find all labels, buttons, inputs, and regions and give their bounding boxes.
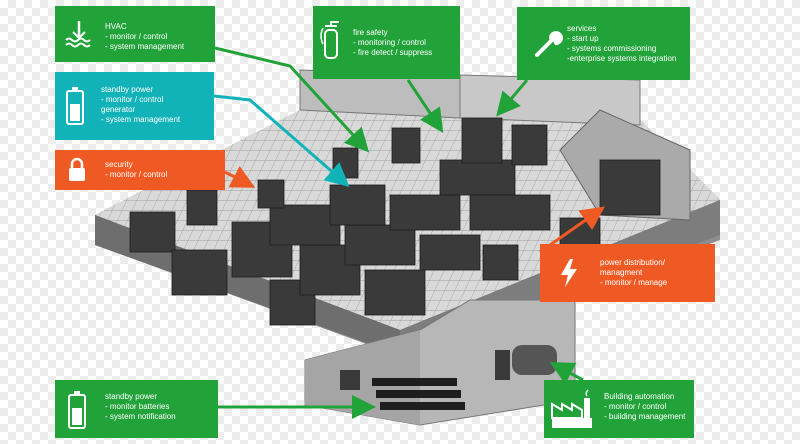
security-title: security xyxy=(105,160,133,169)
services-line-2: - systems commissioning xyxy=(567,44,657,53)
fire-line-2: - fire detect / suppress xyxy=(353,48,433,57)
services-line-1: - start up xyxy=(567,34,599,43)
wrench-icon xyxy=(535,31,563,57)
hvac-callout: HVAC - monitor / control - system manage… xyxy=(55,6,215,62)
power-line-2: - monitor / manage xyxy=(600,278,668,287)
building-line-1: - monitor / control xyxy=(604,402,667,411)
power-line-1: managment xyxy=(600,268,643,277)
standby-bottom-line-2: - system notification xyxy=(105,412,176,421)
services-title: services xyxy=(567,24,597,33)
standby-top-title: standby power xyxy=(101,85,154,94)
power-distribution-callout: power distribution/ managment - monitor … xyxy=(540,244,715,302)
building-automation-callout: Building automation - monitor / control … xyxy=(544,380,694,438)
battery-icon xyxy=(68,391,86,429)
factory-icon xyxy=(551,389,592,428)
standby-bottom-title: standby power xyxy=(105,392,158,401)
power-title: power distribution/ xyxy=(600,258,665,267)
hvac-line-2: - system management xyxy=(105,42,185,51)
standby-power-bottom-callout: standby power - monitor batteries - syst… xyxy=(55,380,218,438)
lock-icon xyxy=(69,157,85,181)
building-title: Building automation xyxy=(604,392,675,401)
security-callout: security - monitor / control xyxy=(55,150,225,190)
fire-line-1: - monitoring / control xyxy=(353,38,426,47)
lower-level xyxy=(304,299,576,426)
fire-extinguisher-icon xyxy=(320,21,339,59)
standby-top-line-2: generator xyxy=(101,105,136,114)
services-callout: services - start up - systems commission… xyxy=(517,7,690,80)
standby-top-line-3: - system management xyxy=(101,115,181,124)
fire-title: fire safety xyxy=(353,28,388,37)
hvac-title: HVAC xyxy=(105,22,127,31)
standby-power-top-callout: standby power - monitor / control genera… xyxy=(55,72,214,140)
building-line-2: - building management xyxy=(604,412,686,421)
security-line-1: - monitor / control xyxy=(105,170,168,179)
hvac-icon xyxy=(65,21,91,48)
standby-bottom-line-1: - monitor batteries xyxy=(105,402,170,411)
battery-icon xyxy=(66,87,84,125)
services-line-3: -enterprise systems integration xyxy=(567,54,677,63)
standby-top-line-1: - monitor / control xyxy=(101,95,164,104)
lightning-icon xyxy=(561,259,577,287)
server-racks xyxy=(129,117,661,326)
fire-safety-callout: fire safety - monitoring / control - fir… xyxy=(313,6,460,79)
hvac-line-1: - monitor / control xyxy=(105,32,168,41)
